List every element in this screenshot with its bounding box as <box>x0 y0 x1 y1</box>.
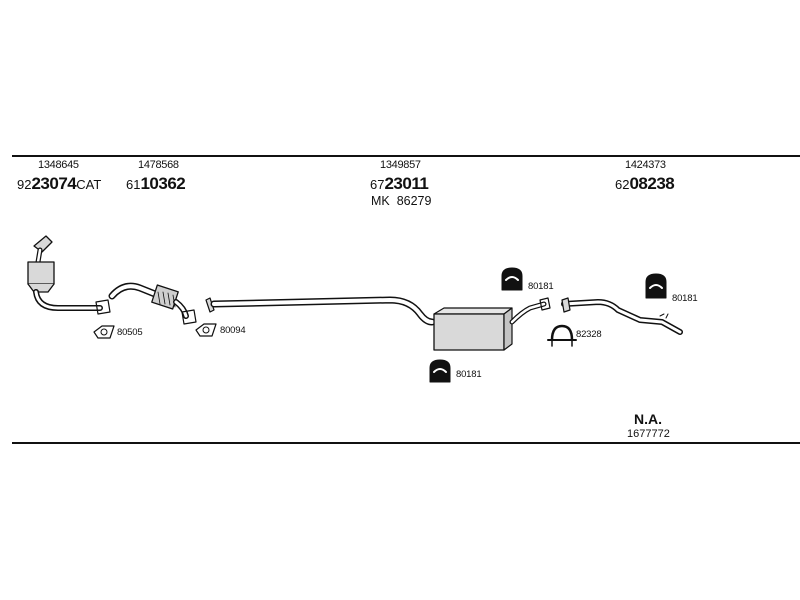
group-1-part-number: 1348645 <box>38 159 79 171</box>
group-4-code-prefix: 62 <box>615 177 630 192</box>
group-3-code-prefix: 67 <box>370 177 385 192</box>
group-1-code-prefix: 92 <box>17 177 32 192</box>
group-2-code-prefix: 61 <box>126 177 141 192</box>
group-1-code-suffix: CAT <box>76 177 102 192</box>
bottom-divider <box>12 442 800 444</box>
clamp-label: 82328 <box>576 329 602 340</box>
hanger-3-label: 80181 <box>456 369 482 380</box>
gasket-1 <box>93 325 115 339</box>
group-3-part-number: 1349857 <box>380 159 421 171</box>
group-3-code-main: 23011 <box>384 174 429 193</box>
catalytic-converter <box>27 235 111 315</box>
tail-pipe <box>561 297 683 335</box>
group-3-code: 6723011 <box>370 174 429 193</box>
hanger-3 <box>429 359 451 383</box>
group-4-code: 6208238 <box>615 174 675 193</box>
footer-number: 1677772 <box>627 428 670 440</box>
group-1-code: 9223074CAT <box>17 175 101 192</box>
intermediate-pipe <box>205 296 436 326</box>
gasket-1-label: 80505 <box>117 327 143 338</box>
hanger-2-label: 80181 <box>672 293 698 304</box>
footer-title: N.A. <box>634 411 662 427</box>
gasket-2 <box>195 323 217 337</box>
group-3-extra-code: MK 86279 <box>371 194 432 208</box>
group-1-code-main: 23074 <box>31 174 77 193</box>
group-4-part-number: 1424373 <box>625 159 666 171</box>
front-pipe <box>108 282 197 325</box>
group-2-code: 6110362 <box>126 174 186 193</box>
group-2-code-main: 10362 <box>140 174 186 193</box>
gasket-2-label: 80094 <box>220 325 246 336</box>
clamp <box>547 324 577 347</box>
group-4-code-main: 08238 <box>629 174 675 193</box>
top-divider <box>12 155 800 157</box>
hanger-2 <box>645 273 667 299</box>
silencer <box>433 297 551 351</box>
hanger-1 <box>501 267 523 291</box>
hanger-1-label: 80181 <box>528 281 554 292</box>
group-2-part-number: 1478568 <box>138 159 179 171</box>
